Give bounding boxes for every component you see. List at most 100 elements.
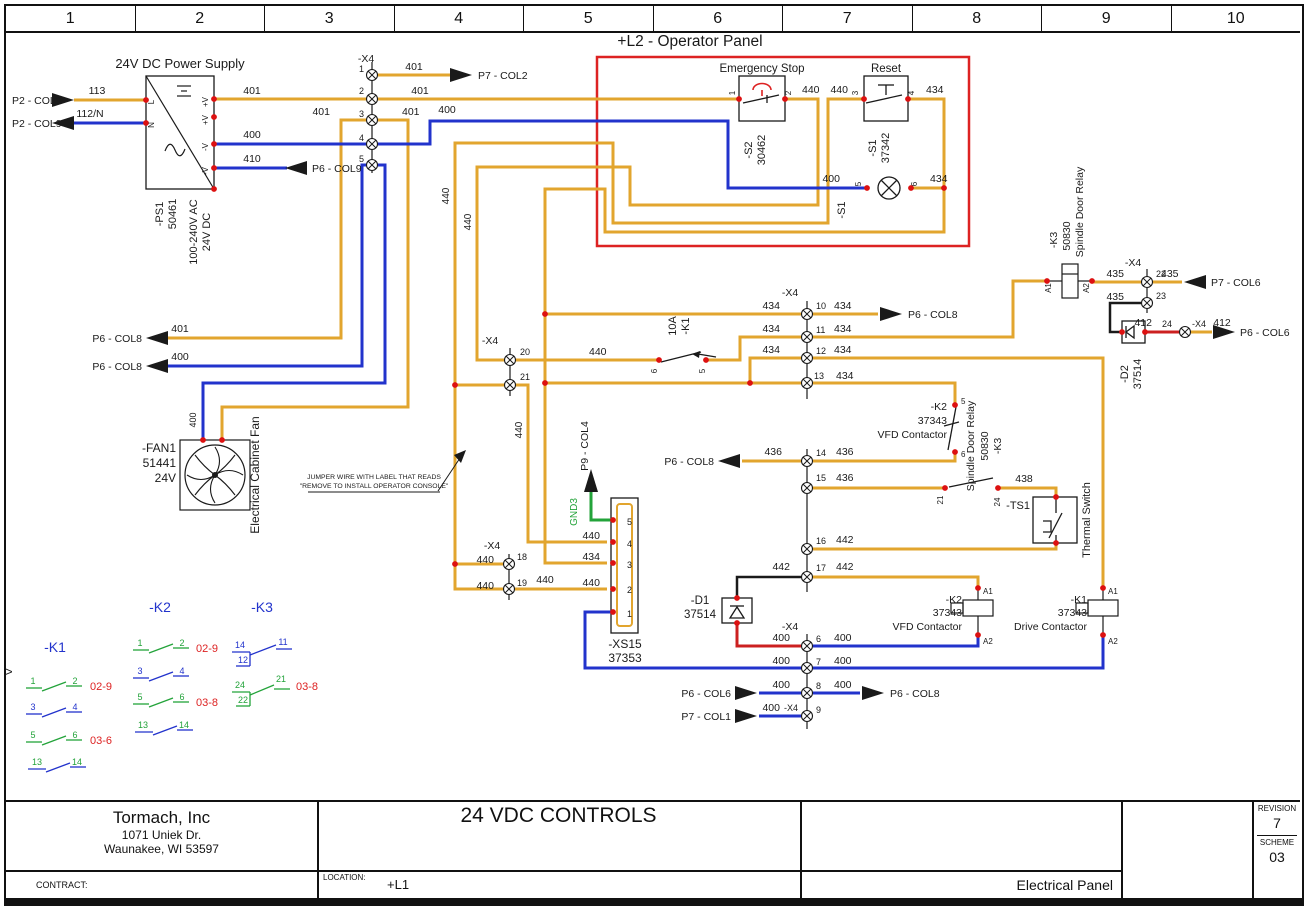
wire (706, 335, 801, 362)
diagram-label: 30462 (756, 135, 768, 166)
diagram-label: -X4 (484, 540, 501, 552)
wire (742, 94, 780, 104)
diagram-label: 2 (179, 638, 184, 648)
diagram-label: -V (201, 166, 210, 175)
wire (475, 97, 820, 362)
junction-dot (952, 402, 958, 408)
diagram-label: 21 (520, 372, 530, 382)
diagram-label: 1 (627, 609, 632, 619)
diagram-label: -X4 (782, 621, 799, 633)
diagram-label: 435 (1161, 268, 1179, 280)
terminal-icon (802, 663, 812, 673)
connector-flag-icon (146, 359, 168, 373)
diagram-label: A2 (1108, 637, 1118, 646)
junction-dot (1089, 278, 1095, 284)
grid-column-label: 5 (524, 6, 654, 31)
diagram-label: 412 (1213, 317, 1231, 329)
diagram-label: 442 (836, 534, 854, 546)
diagram-label: A1 (1108, 587, 1118, 596)
diagram-label: 440 (802, 84, 820, 96)
diagram-label: 13 (814, 371, 824, 381)
wire (145, 75, 215, 190)
wire (813, 381, 957, 405)
diagram-label: VFD Contactor (878, 429, 948, 441)
diagram-label: 440 (582, 577, 600, 589)
diagram-label: 5 (854, 181, 863, 186)
diagram-label: 15 (816, 473, 826, 483)
diagram-label: P2 - COL9 (12, 118, 62, 130)
junction-dot (995, 485, 1001, 491)
diagram-label: P6 - COL9 (312, 163, 362, 175)
wire (813, 452, 957, 463)
symbol-path (164, 143, 186, 157)
symbol-path (752, 82, 772, 91)
wire (166, 163, 387, 440)
diagram-label: 8 (816, 681, 821, 691)
diagram-label: 410 (243, 153, 261, 165)
diagram-label: -X4 (782, 287, 799, 299)
diagram-label: Reset (871, 63, 902, 75)
diagram-label: 440 (463, 213, 474, 230)
wire (220, 118, 410, 440)
diagram-label: P9 - COL4 (579, 421, 591, 471)
junction-dot (736, 96, 742, 102)
grid-column-label: 6 (654, 6, 783, 31)
wire (947, 406, 957, 451)
component-circle (212, 472, 218, 478)
diagram-label: 16 (816, 536, 826, 546)
wire (813, 637, 980, 648)
junction-dot (1119, 329, 1125, 335)
diagram-label: 24V DC (201, 213, 213, 252)
wire (948, 477, 994, 488)
diagram-label: Spindle Door Relay (1074, 166, 1086, 257)
connector-flag-icon (880, 307, 902, 321)
wire (249, 644, 277, 656)
diagram-label: 1 (359, 64, 364, 74)
component-box (962, 599, 994, 617)
terminal-icon (802, 332, 812, 342)
diagram-label: 440 (830, 84, 848, 96)
diagram-label: 5 (137, 692, 142, 702)
diagram-label: P7 - COL1 (681, 711, 731, 723)
diagram-label: 400 (834, 679, 852, 691)
diagram-label: -K1 (44, 639, 66, 655)
wire (45, 762, 71, 773)
connector-flag-icon (718, 454, 740, 468)
junction-dot (942, 485, 948, 491)
wire (1108, 301, 1141, 334)
location-label: LOCATION: (323, 873, 366, 882)
wire (148, 643, 174, 654)
diagram-label: -S1 (836, 201, 848, 218)
diagram-label: A1 (983, 587, 993, 596)
junction-dot (610, 586, 616, 592)
diagram-label: 1 (728, 90, 737, 95)
diagram-label: 02-9 (196, 643, 218, 655)
component-box (1087, 599, 1119, 617)
wire (214, 119, 865, 190)
component-circle (877, 176, 901, 200)
diagram-label: 400 (171, 351, 189, 363)
diagram-label: +V (201, 114, 210, 125)
diagram-label: 400 (762, 702, 780, 714)
diagram-label: 436 (836, 446, 854, 458)
diagram-label: 6 (650, 368, 659, 373)
diagram-label: 434 (836, 370, 854, 382)
diagram-label: 400 (772, 679, 790, 691)
connector-flag-icon (454, 450, 466, 463)
diagram-label: 37342 (880, 133, 892, 164)
diagram-label: Emergency Stop (719, 63, 804, 75)
revision-divider (1257, 835, 1297, 836)
junction-dot (610, 609, 616, 615)
terminal-icon (1180, 327, 1190, 337)
diagram-label: 436 (764, 446, 782, 458)
component-circle (184, 444, 246, 506)
diagram-label: -TS1 (1006, 500, 1030, 512)
diagram-label: 03-8 (196, 697, 218, 709)
junction-dot (610, 539, 616, 545)
diagram-label: 12 (238, 655, 248, 665)
diagram-label: P6 - COL8 (908, 309, 958, 321)
component-box (595, 55, 971, 248)
location-value: +L1 (387, 877, 410, 892)
diagram-label: "REMOVE TO INSTALL OPERATOR CONSOLE" (300, 483, 449, 490)
diagram-label: 401 (171, 323, 189, 335)
